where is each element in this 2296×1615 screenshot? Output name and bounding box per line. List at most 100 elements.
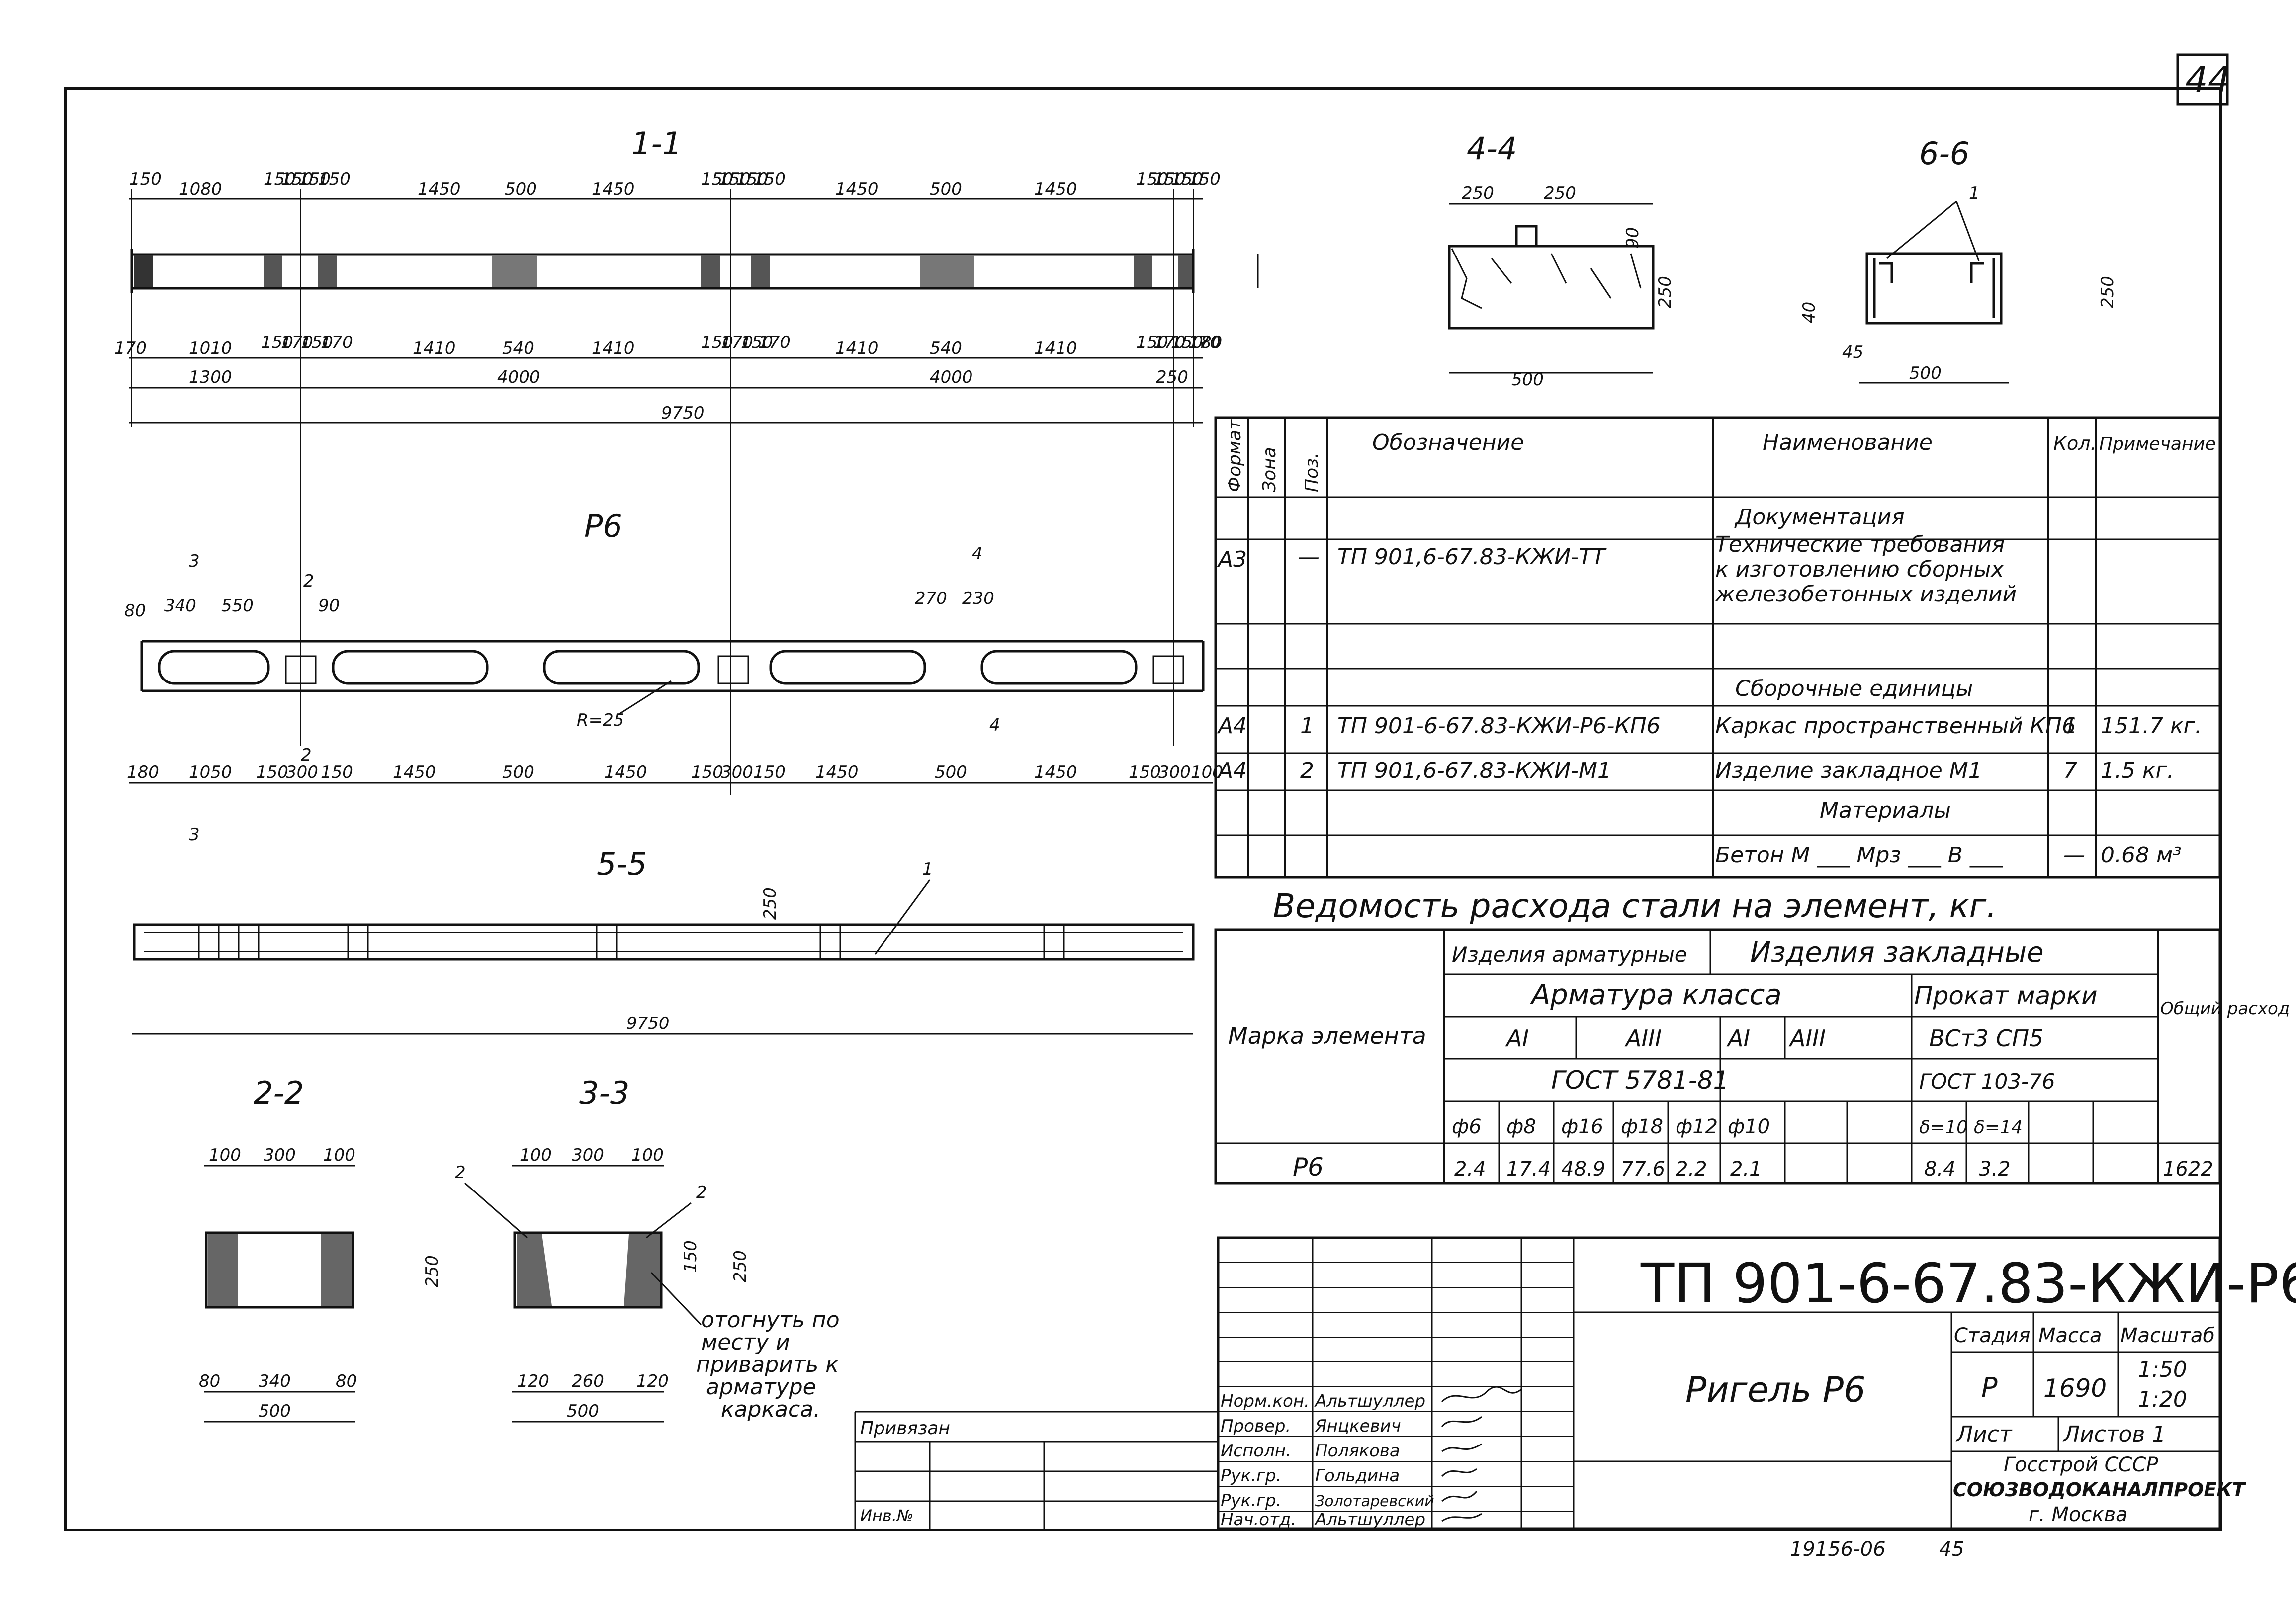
svg-text:230: 230 <box>962 589 994 608</box>
svg-text:8.4: 8.4 <box>1924 1158 1956 1181</box>
svg-text:120: 120 <box>636 1371 669 1391</box>
svg-text:3: 3 <box>189 551 200 571</box>
svg-text:340: 340 <box>164 596 196 616</box>
svg-text:150: 150 <box>298 170 331 189</box>
svg-text:1450: 1450 <box>418 179 461 199</box>
svg-text:Исполн.: Исполн. <box>1221 1441 1291 1461</box>
svg-text:90: 90 <box>1623 227 1643 249</box>
svg-text:150: 150 <box>1136 333 1168 352</box>
svg-text:ТП 901,6-67.83-КЖИ-ТТ: ТП 901,6-67.83-КЖИ-ТТ <box>1337 544 1607 570</box>
svg-text:4: 4 <box>972 544 983 564</box>
svg-text:90: 90 <box>318 596 340 616</box>
section-5-5-drawing: 1 250 9750 <box>132 859 1195 1035</box>
svg-text:80: 80 <box>124 601 146 621</box>
svg-text:1:50: 1:50 <box>2138 1357 2187 1382</box>
svg-text:500: 500 <box>1511 370 1544 390</box>
svg-text:100: 100 <box>209 1145 241 1165</box>
bend-note: отогнуть по месту и приварить к арматуре… <box>696 1307 840 1422</box>
svg-text:ТП 901,6-67.83-КЖИ-М1: ТП 901,6-67.83-КЖИ-М1 <box>1337 758 1611 783</box>
svg-text:Листов 1: Листов 1 <box>2062 1422 2166 1447</box>
svg-text:Рук.гр.: Рук.гр. <box>1221 1466 1281 1486</box>
svg-text:Инв.№: Инв.№ <box>860 1506 913 1525</box>
svg-text:170: 170 <box>721 333 753 352</box>
svg-text:500: 500 <box>930 179 962 199</box>
section-4-4-drawing: 250 250 500 250 90 <box>1448 183 1675 390</box>
svg-text:120: 120 <box>517 1371 549 1391</box>
svg-text:540: 540 <box>930 339 962 358</box>
svg-text:Нач.отд.: Нач.отд. <box>1221 1510 1296 1530</box>
svg-text:17.4: 17.4 <box>1506 1158 1551 1181</box>
svg-text:δ=14: δ=14 <box>1974 1117 2023 1138</box>
svg-text:540: 540 <box>502 339 534 358</box>
svg-text:150: 150 <box>281 170 313 189</box>
svg-text:Янцкевич: Янцкевич <box>1315 1416 1401 1436</box>
svg-text:2.1: 2.1 <box>1730 1158 1762 1181</box>
svg-text:Провер.: Провер. <box>1221 1416 1291 1436</box>
svg-text:2: 2 <box>303 571 314 591</box>
svg-text:Золотаревский: Золотаревский <box>1315 1493 1434 1510</box>
svg-text:1: 1 <box>1300 713 1314 739</box>
svg-text:500: 500 <box>1909 363 1942 383</box>
svg-text:АIII: АIII <box>1788 1025 1826 1052</box>
svg-text:Масштаб: Масштаб <box>2120 1324 2215 1347</box>
svg-text:150: 150 <box>256 763 288 782</box>
svg-text:к изготовлению сборных: к изготовлению сборных <box>1715 557 2004 582</box>
title-block: ТП 901-6-67.83-КЖИ-Р6 Ригель Р6 Стадия М… <box>854 1236 2296 1530</box>
svg-text:ф18: ф18 <box>1621 1115 1663 1138</box>
svg-text:250: 250 <box>2098 276 2118 308</box>
steel-table-title: Ведомость расхода стали на элемент, кг. <box>1273 887 1997 925</box>
svg-text:250: 250 <box>1655 276 1675 308</box>
section-6-6-drawing: 1 500 45 40 250 <box>1799 183 2118 384</box>
svg-text:Изделия арматурные: Изделия арматурные <box>1452 942 1687 967</box>
svg-text:Арматура класса: Арматура класса <box>1530 979 1782 1011</box>
svg-text:арматуре: арматуре <box>706 1374 816 1400</box>
svg-text:77.6: 77.6 <box>1621 1158 1665 1181</box>
svg-text:Стадия: Стадия <box>1954 1324 2030 1347</box>
svg-text:Материалы: Материалы <box>1820 798 1951 823</box>
svg-text:1300: 1300 <box>189 367 232 387</box>
svg-text:Привязан: Привязан <box>860 1418 950 1439</box>
svg-text:Альтшуллер: Альтшуллер <box>1314 1391 1425 1411</box>
svg-text:150: 150 <box>753 170 786 189</box>
svg-text:100: 100 <box>323 1145 355 1165</box>
svg-text:СОЮЗВОДОКАНАЛПРОЕКТ: СОЮЗВОДОКАНАЛПРОЕКТ <box>1953 1479 2246 1501</box>
svg-text:500: 500 <box>935 763 967 782</box>
svg-text:Изделие закладное М1: Изделие закладное М1 <box>1715 758 1982 783</box>
svg-text:ГОСТ 5781-81: ГОСТ 5781-81 <box>1551 1066 1729 1095</box>
svg-text:500: 500 <box>505 179 537 199</box>
svg-text:А3: А3 <box>1217 547 1247 572</box>
svg-text:170: 170 <box>321 333 353 352</box>
svg-text:300: 300 <box>572 1145 604 1165</box>
svg-text:150: 150 <box>691 763 723 782</box>
svg-text:2.2: 2.2 <box>1676 1158 1707 1181</box>
svg-text:150: 150 <box>701 333 733 352</box>
svg-text:300: 300 <box>264 1145 296 1165</box>
svg-text:300: 300 <box>721 763 753 782</box>
svg-text:150: 150 <box>1188 170 1221 189</box>
svg-text:Примечание: Примечание <box>2099 434 2216 454</box>
svg-text:ВСт3 СП5: ВСт3 СП5 <box>1929 1025 2043 1052</box>
svg-text:Зона: Зона <box>1259 447 1280 492</box>
svg-text:1.5 кг.: 1.5 кг. <box>2101 758 2174 783</box>
section-2-2-title: 2-2 <box>254 1075 304 1111</box>
svg-text:ГОСТ 103-76: ГОСТ 103-76 <box>1919 1069 2055 1094</box>
svg-text:1450: 1450 <box>835 179 879 199</box>
svg-text:150: 150 <box>318 170 351 189</box>
signatures <box>1441 1386 1522 1522</box>
svg-text:170: 170 <box>758 333 791 352</box>
svg-text:4000: 4000 <box>930 367 973 387</box>
svg-text:г. Москва: г. Москва <box>2029 1503 2128 1526</box>
svg-text:Документация: Документация <box>1734 505 1905 530</box>
sheet-number-box <box>2176 53 2229 106</box>
svg-text:260: 260 <box>572 1371 604 1391</box>
svg-text:170: 170 <box>1188 333 1221 352</box>
svg-text:Полякова: Полякова <box>1315 1441 1400 1461</box>
svg-text:1450: 1450 <box>592 179 635 199</box>
beam-elevation-1-1 <box>129 189 1259 795</box>
overall-length-1-1: 9750 <box>661 403 705 423</box>
specification-table: Формат Зона Поз. Обозначение Наименовани… <box>1214 416 2221 879</box>
svg-text:150: 150 <box>261 333 293 352</box>
svg-text:отогнуть по: отогнуть по <box>701 1307 840 1333</box>
svg-text:100: 100 <box>1191 763 1223 782</box>
svg-text:2: 2 <box>455 1163 466 1183</box>
